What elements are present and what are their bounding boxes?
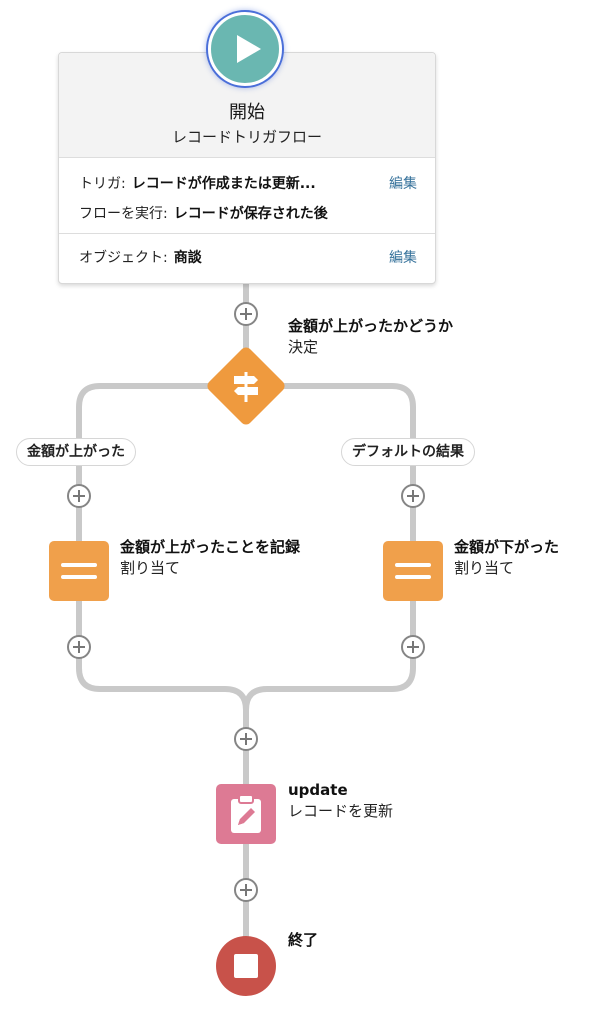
run-row: フローを実行: レコードが保存された後 [79,203,328,223]
assignment-right-title: 金額が下がった [454,538,560,556]
end-label: 終了 [288,930,318,951]
run-label: フローを実行: [79,206,168,222]
add-element-button[interactable] [67,484,91,508]
update-records-node[interactable] [216,784,276,844]
add-element-button[interactable] [401,635,425,659]
assignment-right-type: 割り当て [454,559,515,577]
start-play-icon[interactable] [208,12,282,86]
object-value: 商談 [173,250,202,266]
run-value: レコードが保存された後 [173,206,328,222]
assignment-node-left[interactable] [49,541,109,601]
add-element-button[interactable] [234,727,258,751]
assignment-right-label: 金額が下がった 割り当て [454,537,559,579]
assignment-node-right[interactable] [383,541,443,601]
add-element-button[interactable] [234,878,258,902]
card-divider [59,233,435,234]
start-subtitle: レコードトリガフロー [171,128,322,146]
assignment-left-type: 割り当て [120,559,181,577]
trigger-label: トリガ: [79,176,126,192]
add-element-button[interactable] [401,484,425,508]
assignment-left-title: 金額が上がったことを記録 [120,538,301,556]
edit-object-link[interactable]: 編集 [389,250,417,266]
update-title: update [288,781,348,799]
end-title: 終了 [288,931,319,949]
object-row: オブジェクト: 商談 [79,247,202,267]
decision-title: 金額が上がったかどうか [288,317,454,335]
add-element-button[interactable] [67,635,91,659]
add-element-button[interactable] [234,302,258,326]
trigger-row: トリガ: レコードが作成または更新... [79,173,316,193]
object-label: オブジェクト: [79,250,168,266]
update-type: レコードを更新 [288,802,394,820]
update-label: update レコードを更新 [288,780,393,822]
start-card[interactable]: 開始 レコードトリガフロー トリガ: レコードが作成または更新... 編集 フロー… [58,52,436,284]
trigger-value: レコードが作成または更新... [131,176,316,192]
connector-left-branch [76,383,249,950]
edit-trigger-link[interactable]: 編集 [389,176,417,192]
decision-label: 金額が上がったかどうか 決定 [288,316,453,358]
signpost-icon [234,372,258,402]
end-stop-icon[interactable] [216,936,276,996]
branch-label-left[interactable]: 金額が上がった [16,438,136,466]
clipboard-edit-icon [231,794,261,833]
branch-label-right[interactable]: デフォルトの結果 [341,438,475,466]
assignment-left-label: 金額が上がったことを記録 割り当て [120,537,300,579]
start-title: 開始 [229,102,265,123]
connector-right-branch [243,383,416,711]
decision-type: 決定 [288,338,319,356]
